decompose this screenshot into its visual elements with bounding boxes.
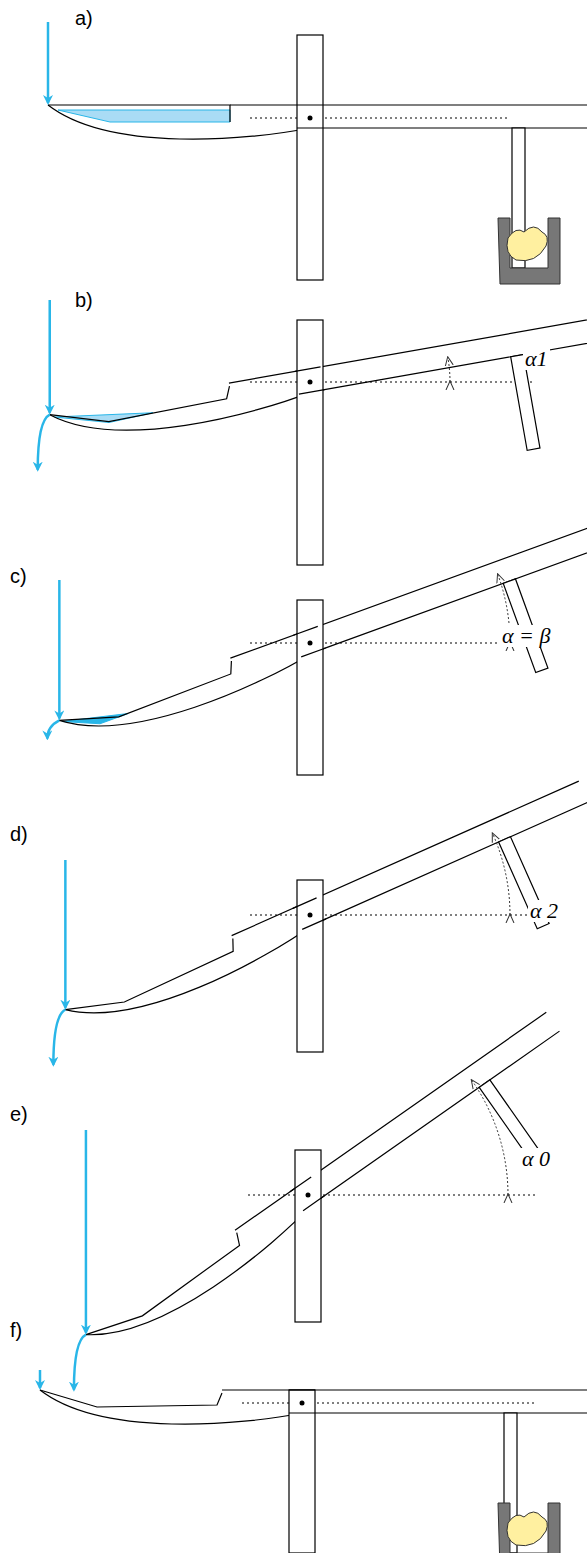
reference-line: [250, 118, 510, 119]
support-post: [297, 880, 323, 1052]
pivot-dot: [308, 641, 313, 646]
pivot-dot: [306, 1193, 311, 1198]
water-stream: [85, 1130, 88, 1333]
support-post: [297, 35, 323, 280]
panel-letter: c): [10, 566, 27, 586]
angle-arc: [472, 1080, 508, 1195]
stone-basin: [498, 1503, 560, 1553]
panel-group: [38, 300, 587, 565]
drawing-stroke: [65, 781, 587, 1041]
drawing-stroke: [59, 658, 236, 736]
water-outflow: [74, 1335, 86, 1390]
drawing-stroke: [40, 1390, 222, 1407]
panel-group: [53, 781, 587, 1117]
panel-letter: a): [75, 8, 93, 28]
drawing-stroke: [65, 936, 238, 1026]
pivot-dot: [308, 380, 313, 385]
pivot-dot: [300, 1401, 305, 1406]
pivot-dot: [308, 116, 313, 121]
angle-arc: [448, 358, 450, 382]
support-post: [297, 600, 323, 775]
water-stream: [47, 22, 50, 103]
reference-line: [250, 382, 535, 383]
panel-letter: f): [10, 1320, 22, 1340]
water-stream: [64, 860, 67, 1008]
reference-line: [250, 915, 535, 916]
drawing-stroke: [48, 105, 230, 122]
drawing-stroke: [297, 105, 323, 128]
bamboo-beam: [86, 1012, 587, 1431]
drawing-stroke: [293, 626, 325, 657]
drawing-stroke: [86, 1012, 566, 1362]
drawing-stroke: [295, 367, 325, 394]
panel-group: [40, 1370, 587, 1553]
angle-label: α = β: [500, 625, 552, 647]
panel-letter: e): [10, 1104, 28, 1124]
drawing-stroke: [50, 383, 232, 431]
water-stream: [58, 580, 61, 718]
panel-group: [74, 1012, 587, 1431]
support-post: [297, 320, 323, 565]
stone-basin: [498, 218, 560, 284]
panel-letter: b): [75, 290, 93, 310]
drawing-stroke: [293, 898, 326, 930]
panel-letter: d): [10, 824, 28, 844]
water-stream: [48, 300, 51, 413]
panel-group: [47, 528, 587, 831]
water-outflow: [53, 1010, 65, 1065]
water-stream: [39, 1370, 42, 1388]
drawing-stroke: [86, 1230, 245, 1348]
reference-line: [250, 643, 535, 644]
water: [58, 110, 230, 122]
pivot-dot: [308, 913, 313, 918]
angle-label: α 2: [528, 900, 560, 922]
drawing-stroke: [290, 1177, 324, 1211]
reference-line: [248, 1195, 535, 1196]
angle-label: α1: [523, 348, 550, 370]
stone: [507, 1512, 547, 1546]
water-outflow: [47, 720, 59, 738]
water: [62, 699, 128, 735]
bamboo-beam: [59, 528, 587, 831]
panel-group: [48, 22, 587, 284]
angle-arc: [493, 834, 510, 915]
support-post: [289, 1390, 315, 1553]
reference-line: [242, 1403, 535, 1404]
angle-label: α 0: [520, 1148, 552, 1170]
water-outflow: [38, 415, 50, 470]
drawing-stroke: [289, 1390, 315, 1413]
stone: [507, 227, 547, 261]
support-post: [295, 1150, 321, 1322]
